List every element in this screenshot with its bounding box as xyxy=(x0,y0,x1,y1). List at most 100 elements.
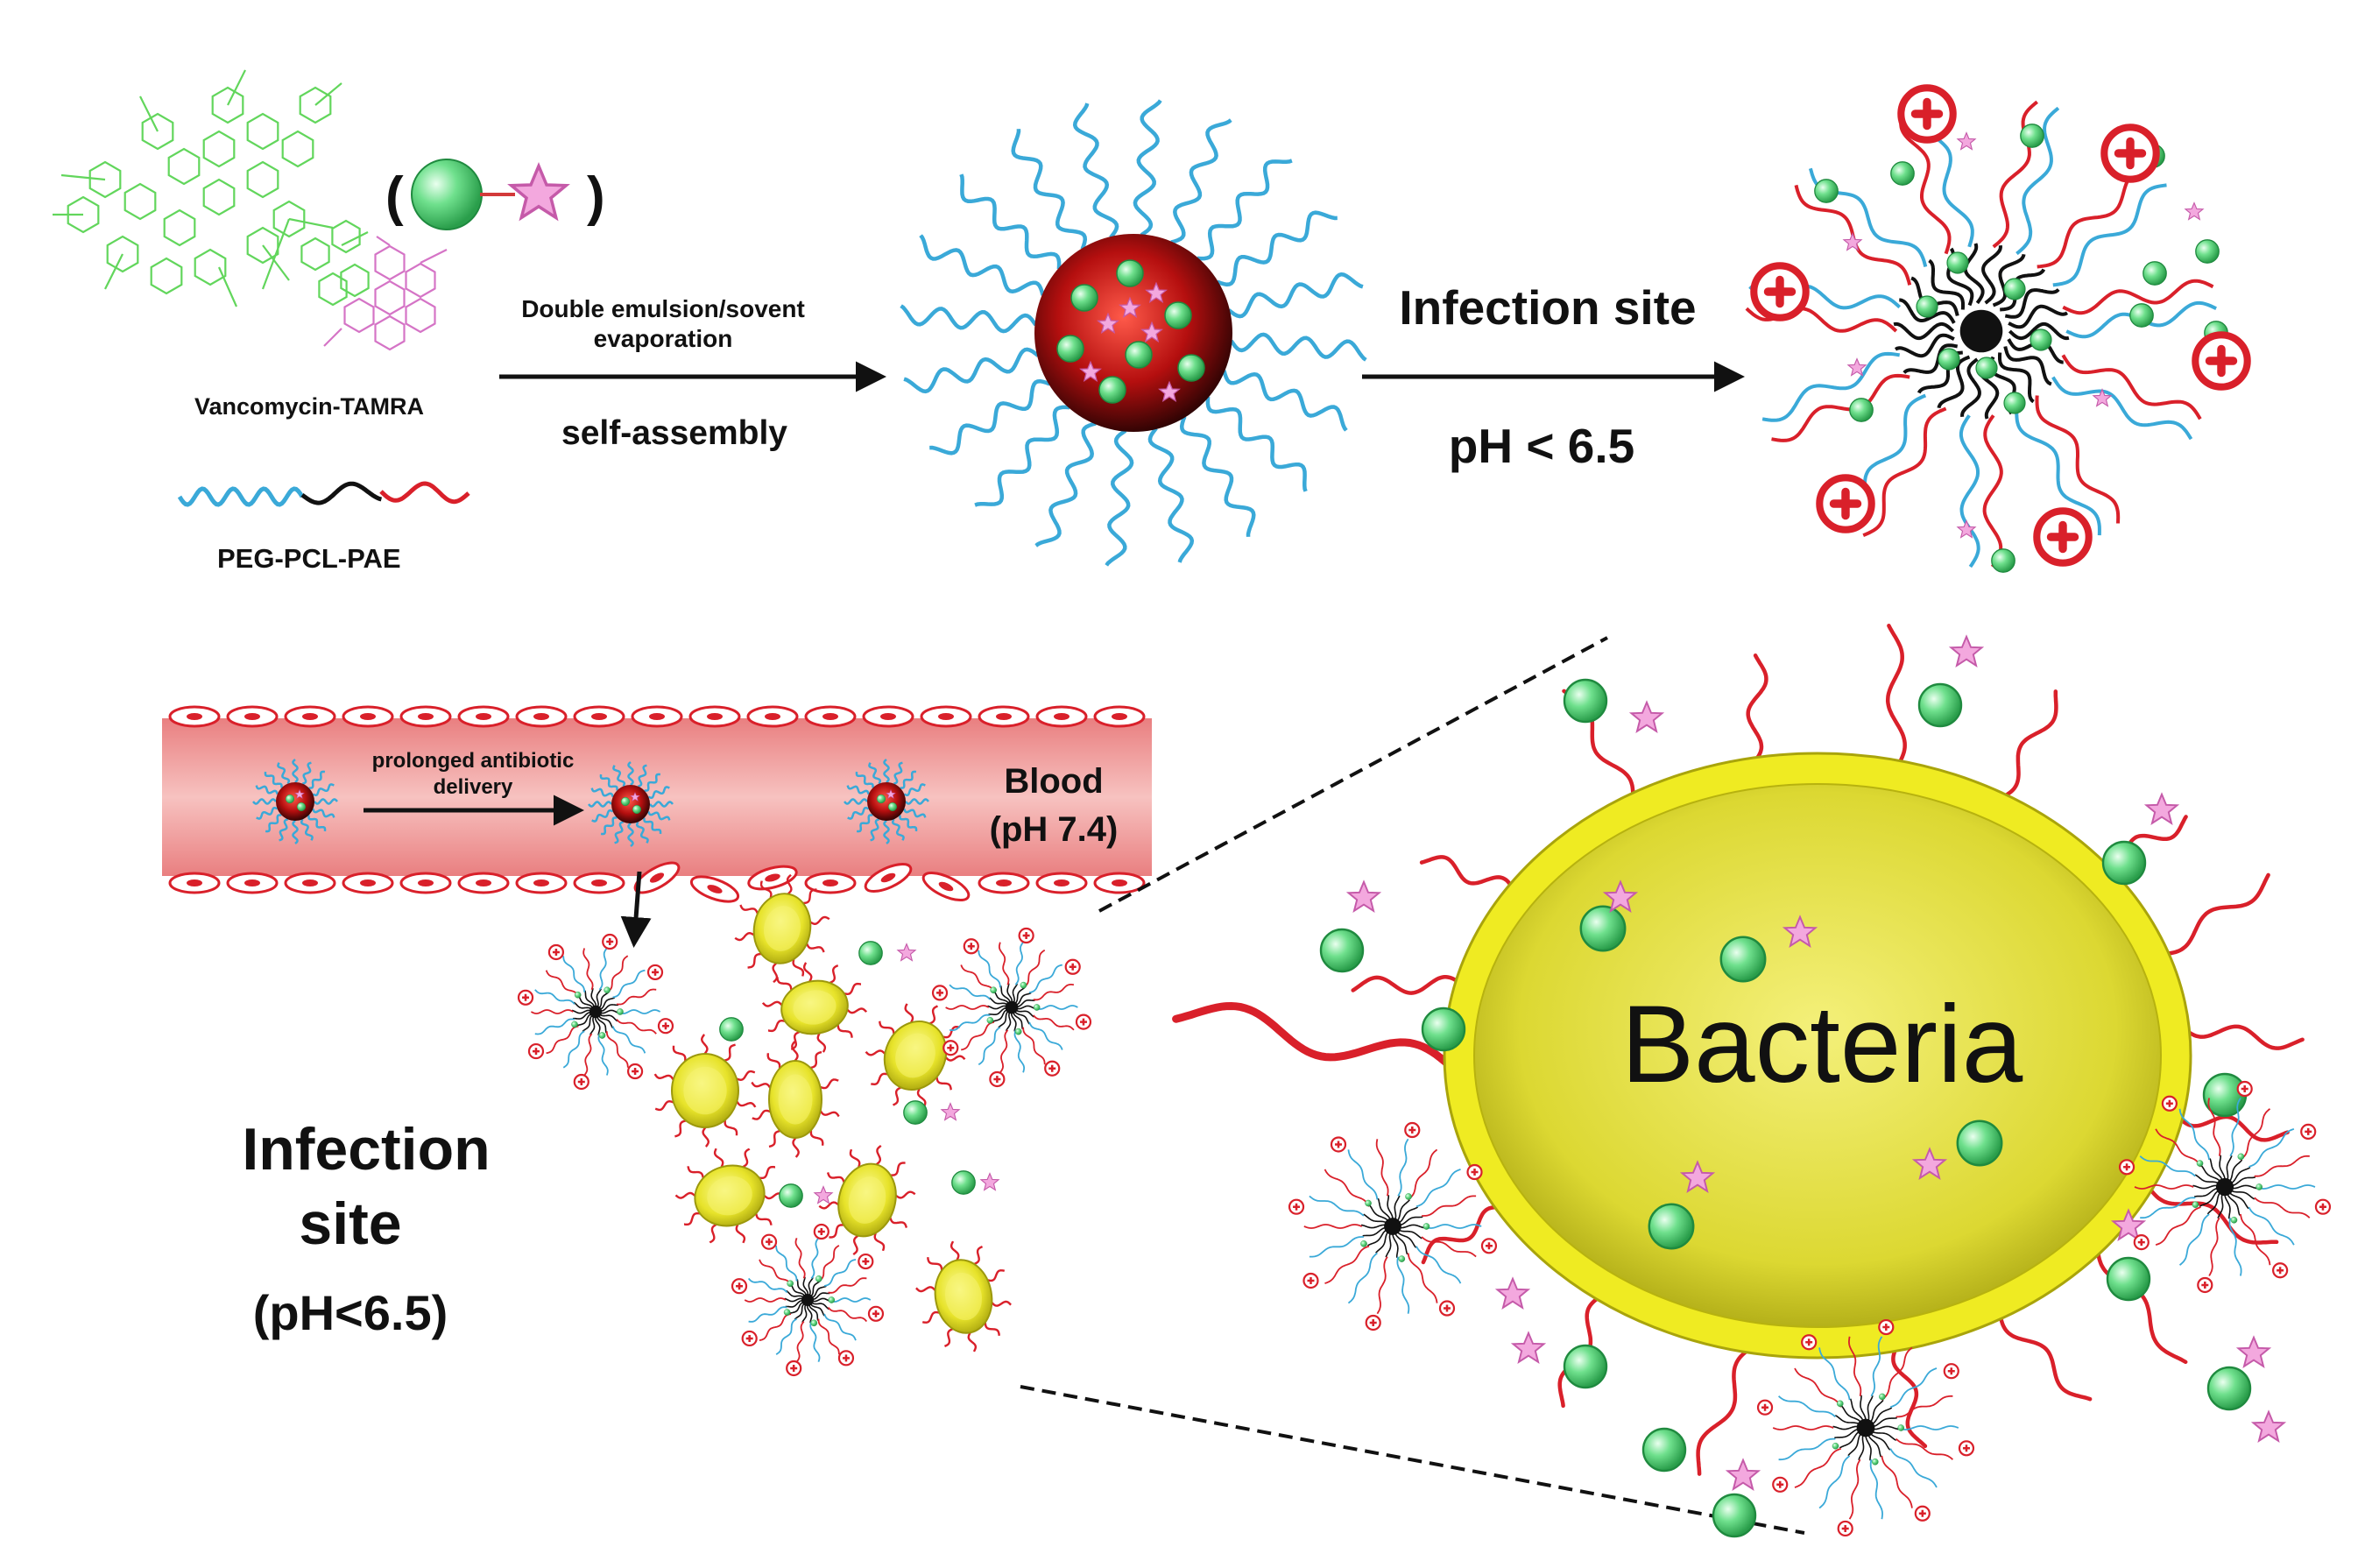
dye-ring xyxy=(374,244,406,281)
drug-sphere-icon xyxy=(1070,284,1098,312)
pae-chain xyxy=(999,942,1010,985)
micelle-core xyxy=(1959,309,2003,353)
pae-chain xyxy=(1895,1437,1953,1460)
flagellum xyxy=(889,1217,908,1229)
drug-sphere-icon xyxy=(1177,354,1205,382)
molecule-ring xyxy=(318,272,348,307)
pcl-chain xyxy=(1894,333,1955,358)
pae-chain xyxy=(530,1009,574,1014)
peg-chain xyxy=(1778,1395,1836,1418)
pae-chain xyxy=(1376,1256,1388,1315)
drug-sphere-icon xyxy=(598,1032,606,1039)
endothelial-cell-icon xyxy=(457,872,510,894)
pcl-chain xyxy=(2003,346,2052,386)
peg-chain xyxy=(314,798,338,805)
peg-chain xyxy=(588,801,612,808)
endothelial-cell-icon xyxy=(1035,705,1088,728)
pcl-chain xyxy=(786,1289,806,1300)
flagellum xyxy=(809,1129,824,1146)
positive-charge-icon xyxy=(2195,335,2247,386)
peg-chain xyxy=(823,1259,857,1287)
bacteria-label: Bacteria xyxy=(1621,984,2023,1105)
pae-chain xyxy=(1022,1027,1046,1065)
peg-chain xyxy=(2228,1218,2242,1276)
peg-chain xyxy=(1309,1195,1365,1217)
endothelial-cell-icon xyxy=(168,705,221,728)
dye-star-icon xyxy=(980,1173,999,1191)
flagellum xyxy=(1885,624,1907,769)
flagellum xyxy=(1891,1342,1928,1449)
molecule-bond xyxy=(60,173,106,181)
positive-charge-icon xyxy=(573,1073,590,1091)
drug-sphere-icon xyxy=(787,1280,794,1288)
flagellum xyxy=(672,1045,687,1062)
flagellum xyxy=(2095,1244,2188,1365)
pcl-chain xyxy=(808,1302,819,1321)
pcl-chain xyxy=(2008,304,2069,329)
flagellum xyxy=(755,1212,773,1225)
cell-inner xyxy=(944,1272,983,1321)
peg-chain xyxy=(635,821,649,844)
molecule-ring xyxy=(141,112,174,151)
peg-chain xyxy=(883,759,890,783)
molecule-ring xyxy=(202,130,236,168)
flagellum xyxy=(927,1256,943,1271)
peg-chain xyxy=(1397,1138,1409,1197)
free-drug-and-micelles xyxy=(1288,635,2332,1538)
drug-sphere-icon xyxy=(2003,278,2026,300)
pae-chain xyxy=(744,1297,787,1303)
bacterium-cell xyxy=(751,1041,840,1158)
drug-sphere-icon xyxy=(1648,1203,1695,1250)
molecule-ring xyxy=(331,219,361,254)
vessel-label-line1: prolonged antibiotic xyxy=(372,749,575,773)
flagellum xyxy=(942,1026,960,1039)
positive-charge-icon xyxy=(1914,1505,1931,1522)
positive-charge-icon xyxy=(1365,1314,1381,1331)
drug-sphere-icon xyxy=(2230,1216,2238,1224)
peg-chain xyxy=(2140,1197,2196,1219)
flagellum xyxy=(759,1165,776,1180)
pae-chain xyxy=(583,1033,593,1077)
flagellum xyxy=(826,1171,845,1183)
micelle-core xyxy=(589,1005,603,1019)
pae-chain xyxy=(795,1321,805,1363)
positive-charge-icon xyxy=(785,1360,802,1377)
pae-chain xyxy=(1022,949,1046,989)
flagellum xyxy=(819,1110,840,1118)
dye-star-icon xyxy=(2145,793,2178,824)
positive-charge-icon xyxy=(527,1042,545,1060)
peg-chain xyxy=(1869,1459,1884,1520)
flagellum xyxy=(1351,975,1465,995)
peg-chain xyxy=(252,798,277,805)
pae-chain xyxy=(1847,1336,1862,1396)
endothelial-cell-icon xyxy=(226,705,279,728)
flagellum xyxy=(736,1100,757,1108)
paren-close: ) xyxy=(587,166,605,227)
molecule-ring xyxy=(299,86,332,124)
drug-sphere-icon xyxy=(2106,1256,2151,1302)
flagellum xyxy=(2144,1182,2279,1245)
pcl-chain xyxy=(796,1279,808,1298)
drug-sphere-icon xyxy=(858,941,883,965)
pcl-chain xyxy=(2004,288,2060,319)
pcl-chain xyxy=(802,1276,809,1298)
drug-sphere-icon xyxy=(1116,259,1144,287)
dye-bond xyxy=(376,236,391,246)
molecule-bond xyxy=(104,253,124,290)
pae-chain xyxy=(1794,1367,1842,1408)
dye-star-icon xyxy=(1347,880,1380,912)
dye-star-icon xyxy=(2237,1336,2270,1367)
peg-chain xyxy=(929,378,1051,456)
positive-charge-icon xyxy=(1288,1198,1305,1215)
pcl-chain xyxy=(788,1301,806,1315)
copolymer-label: PEG-PCL-PAE xyxy=(217,543,401,574)
molecule-ring xyxy=(150,257,183,295)
positive-charge-icon xyxy=(2161,1095,2178,1112)
drug-sphere-icon xyxy=(986,1017,994,1024)
pcl-chain xyxy=(1992,253,2026,307)
pcl-chain xyxy=(784,1297,806,1303)
positive-charge-icon xyxy=(2133,1233,2150,1251)
dye-star-icon xyxy=(897,943,916,962)
bacterium-cell xyxy=(761,962,868,1053)
peg-chain xyxy=(600,816,618,836)
